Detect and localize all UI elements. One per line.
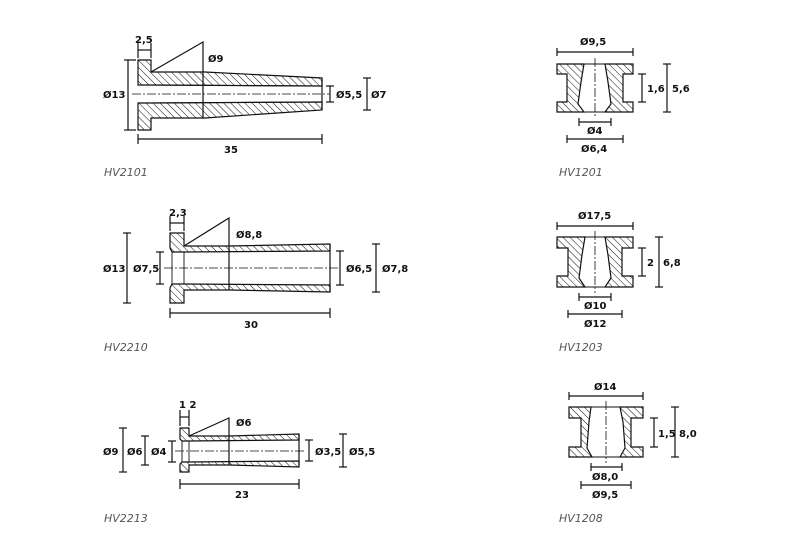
dim-hole-diameter: Ø4 xyxy=(587,125,603,137)
part-hv2213: 1 2 Ø6 Ø9 Ø6 Ø4 Ø3,5 Ø5,5 23 HV2213 xyxy=(103,400,375,525)
dim-mid-diameter: Ø6 xyxy=(127,446,143,458)
part-caption: HV2210 xyxy=(104,341,148,354)
right-wall-section xyxy=(603,236,634,288)
dim-groove-width: 1,6 xyxy=(647,84,665,95)
dim-bore-diameter: Ø5,5 xyxy=(336,89,362,101)
part-caption: HV2101 xyxy=(104,166,148,179)
left-wall-section xyxy=(556,236,587,288)
dim-flange-thickness: 1 2 xyxy=(179,400,196,411)
dim-length: 30 xyxy=(244,320,258,331)
dim-cone-diameter: Ø8,8 xyxy=(236,229,262,241)
dim-bore-diameter: Ø3,5 xyxy=(315,446,341,458)
dim-outer-diameter: Ø7 xyxy=(371,89,387,101)
dim-height: 8,0 xyxy=(679,429,697,440)
dim-flange-thickness: 2,3 xyxy=(169,208,187,219)
part-caption: HV1208 xyxy=(559,512,603,525)
dim-bore-diameter: Ø6,5 xyxy=(346,263,372,275)
dim-cone-diameter: Ø9 xyxy=(208,53,224,65)
dim-groove-width: 1,5 xyxy=(658,429,676,440)
part-hv1203: Ø17,5 2 6,8 Ø10 Ø12 HV1203 xyxy=(556,210,681,354)
cone-outline xyxy=(188,417,230,465)
dim-cone-diameter: Ø6 xyxy=(236,417,252,429)
cone-outline xyxy=(183,216,230,290)
dim-inner-flange-diameter: Ø4 xyxy=(151,446,167,458)
dim-groove-diameter: Ø6,4 xyxy=(581,143,607,155)
part-hv2101: 2,5 Ø9 Ø13 Ø5,5 Ø7 35 HV2101 xyxy=(103,35,387,179)
part-hv2210: 2,3 Ø8,8 Ø13 Ø7,5 Ø6,5 Ø7,8 30 HV2210 xyxy=(103,208,408,354)
dim-flange-diameter: Ø13 xyxy=(103,89,125,101)
dim-hole-diameter: Ø10 xyxy=(584,300,606,312)
part-caption: HV1203 xyxy=(559,341,603,354)
lower-wall-section xyxy=(179,460,300,473)
dim-inner-flange-diameter: Ø7,5 xyxy=(133,263,159,275)
right-wall-section xyxy=(618,406,644,458)
dim-outer-diameter: Ø17,5 xyxy=(578,210,611,222)
part-hv1201: Ø9,5 1,6 5,6 Ø4 Ø6,4 HV1201 xyxy=(556,36,690,179)
part-hv1208: Ø14 1,5 8,0 Ø8,0 Ø9,5 HV1208 xyxy=(559,381,697,525)
dim-height: 6,8 xyxy=(663,258,681,269)
dim-groove-width: 2 xyxy=(647,258,654,269)
part-caption: HV1201 xyxy=(559,166,603,179)
dim-groove-diameter: Ø9,5 xyxy=(592,489,618,501)
upper-wall-section xyxy=(179,427,300,442)
left-wall-section xyxy=(556,63,586,113)
dim-outer-diameter: Ø5,5 xyxy=(349,446,375,458)
dim-groove-diameter: Ø12 xyxy=(584,318,606,330)
left-wall-section xyxy=(568,406,594,458)
dim-hole-diameter: Ø8,0 xyxy=(592,471,618,483)
lower-wall-section xyxy=(137,101,323,131)
dim-outer-diameter: Ø9,5 xyxy=(580,36,606,48)
dim-length: 35 xyxy=(224,145,238,156)
dim-flange-thickness: 2,5 xyxy=(135,35,153,46)
dim-outer-diameter: Ø14 xyxy=(594,381,616,393)
dim-height: 5,6 xyxy=(672,84,690,95)
dim-outer-diameter: Ø7,8 xyxy=(382,263,408,275)
dim-flange-diameter: Ø13 xyxy=(103,263,125,275)
cone-outline xyxy=(150,40,204,118)
lower-wall-section xyxy=(169,283,331,304)
part-caption: HV2213 xyxy=(104,512,148,525)
dim-flange-diameter: Ø9 xyxy=(103,446,119,458)
right-wall-section xyxy=(603,63,634,113)
dim-length: 23 xyxy=(235,490,249,501)
